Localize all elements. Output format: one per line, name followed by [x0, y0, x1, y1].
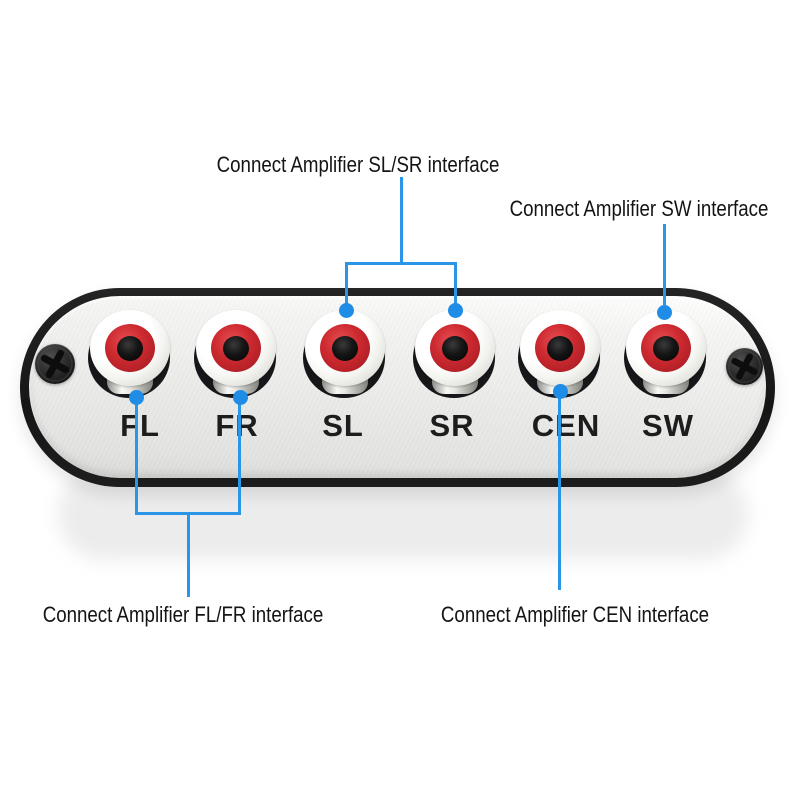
rca-jack-fr — [192, 308, 280, 404]
callout-dot-sl — [339, 303, 354, 318]
callout-dot-sw — [657, 305, 672, 320]
phillips-cross-icon — [37, 346, 73, 382]
callout-dot-sr — [448, 303, 463, 318]
jack-label-cen: CEN — [531, 408, 601, 443]
callout-line — [663, 224, 666, 305]
jack-label-sr: SR — [429, 408, 475, 443]
jack-label-sw: SW — [642, 408, 694, 443]
jack-label-fl: FL — [120, 408, 160, 443]
callout-label-sw: Connect Amplifier SW interface — [509, 196, 769, 221]
jack-label-fr: FR — [215, 408, 259, 443]
phillips-cross-icon — [728, 350, 761, 383]
jack-label-sl: SL — [322, 408, 364, 443]
callout-line — [558, 392, 561, 590]
rca-jack-sr — [411, 308, 499, 404]
callout-line — [345, 262, 348, 306]
callout-label-flfr: Connect Amplifier FL/FR interface — [42, 602, 324, 627]
callout-line — [345, 262, 457, 265]
rca-jack-fl — [86, 308, 174, 404]
screw-left-icon — [35, 344, 75, 384]
screw-right-icon — [726, 348, 763, 385]
jack-center-hole — [223, 336, 249, 361]
jack-center-hole — [442, 336, 468, 361]
callout-dot-cen — [553, 384, 568, 399]
callout-label-cen: Connect Amplifier CEN interface — [440, 602, 710, 627]
callout-line — [454, 262, 457, 306]
callout-line — [238, 397, 241, 514]
jack-center-hole — [117, 336, 143, 361]
callout-line — [135, 397, 138, 514]
callout-line — [400, 177, 403, 263]
callout-dot-fl — [129, 390, 144, 405]
rca-jack-cen — [516, 308, 604, 404]
rca-jack-sl — [301, 308, 389, 404]
jack-center-hole — [332, 336, 358, 361]
jack-center-hole — [653, 336, 679, 361]
callout-label-slsr: Connect Amplifier SL/SR interface — [216, 152, 500, 177]
jack-center-hole — [547, 336, 573, 361]
rca-jack-sw — [622, 308, 710, 404]
callout-dot-fr — [233, 390, 248, 405]
callout-line — [187, 512, 190, 597]
